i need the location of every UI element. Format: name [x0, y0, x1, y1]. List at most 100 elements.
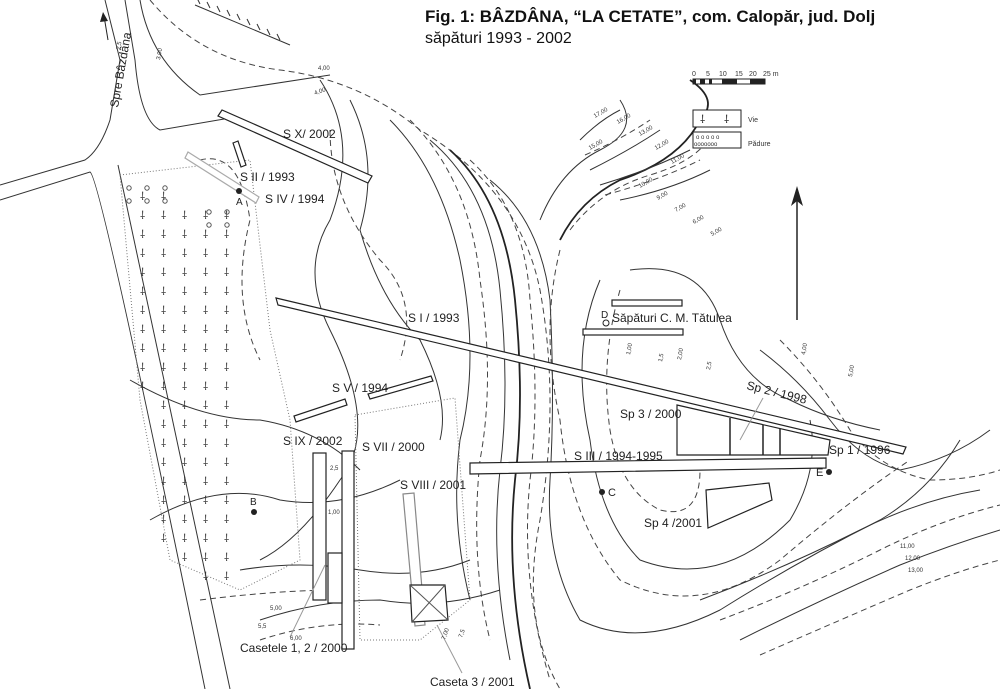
- vine-symbol: ⸸: [224, 324, 229, 336]
- vine-symbol: ⸸: [203, 362, 208, 374]
- map-label: 7,5: [458, 628, 467, 639]
- forest-dot: [224, 209, 230, 215]
- leader-lines: [289, 397, 764, 674]
- map-label: 6,00: [290, 636, 302, 642]
- forest-dot: [162, 198, 168, 204]
- vine-symbol: ⸸: [161, 267, 166, 279]
- vine-symbol: ⸸: [224, 248, 229, 260]
- map-label: 15: [735, 71, 743, 78]
- map-label: A: [236, 197, 243, 208]
- vine-symbol: ⸸: [140, 248, 145, 260]
- vine-symbol: ⸸: [182, 248, 187, 260]
- map-label: S I / 1993: [408, 311, 460, 325]
- vine-symbol: ⸸: [224, 210, 229, 222]
- trench-tatulea-north: [611, 299, 683, 307]
- forest-dot: [144, 198, 150, 204]
- trench-svii: [341, 450, 355, 650]
- vine-symbol: ⸸: [161, 305, 166, 317]
- vine-symbol: ⸸: [161, 229, 166, 241]
- vine-symbol: ⸸: [140, 362, 145, 374]
- vine-symbol: ⸸: [224, 514, 229, 526]
- vine-symbol: ⸸: [224, 381, 229, 393]
- map-label: 6,00: [692, 214, 706, 225]
- vine-symbol: ⸸: [182, 419, 187, 431]
- vine-symbol: ⸸: [203, 495, 208, 507]
- vine-symbol: ⸸: [203, 229, 208, 241]
- map-label: 11,00: [670, 153, 686, 166]
- vine-symbol: ⸸: [203, 476, 208, 488]
- vine-symbol: ⸸: [203, 343, 208, 355]
- vine-symbol: ⸸: [203, 571, 208, 583]
- vine-symbol: ⸸: [161, 343, 166, 355]
- map-label: D: [601, 310, 608, 321]
- vine-symbol: ⸸: [182, 495, 187, 507]
- vine-symbol: ⸸: [203, 419, 208, 431]
- trench-siii: [469, 457, 827, 475]
- map-label: 11,00: [900, 544, 915, 550]
- map-label: 2,5: [706, 360, 713, 370]
- map-label: S V / 1994: [332, 381, 388, 395]
- vine-symbol: ⸸: [161, 476, 166, 488]
- map-label: Sp 4 /2001: [644, 516, 702, 530]
- map-label: S VIII / 2001: [400, 478, 466, 492]
- map-label: 4,00: [801, 342, 809, 355]
- vine-symbol: ⸸: [161, 362, 166, 374]
- map-label: 5,5: [258, 624, 267, 630]
- vine-symbol: ⸸: [182, 229, 187, 241]
- map-label: S III / 1994-1995: [574, 449, 663, 463]
- map-label: 13,00: [908, 568, 924, 574]
- vine-symbol: ⸸: [182, 267, 187, 279]
- map-label: 2,00: [677, 347, 685, 360]
- map-label: 16,00: [616, 113, 633, 126]
- map-label: S IX / 2002: [283, 434, 343, 448]
- vine-symbol: ⸸: [203, 210, 208, 222]
- map-label: Săpături C. M. Tătulea: [612, 311, 732, 325]
- trench-sv-west: [293, 398, 348, 423]
- north-arrow: [791, 186, 803, 320]
- map-label: Sp 1 / 1996: [829, 443, 891, 457]
- map-label: 12,00: [905, 556, 921, 562]
- vine-symbol: ⸸: [182, 362, 187, 374]
- trench-sp3: [676, 404, 831, 456]
- forest-dot: [126, 198, 132, 204]
- vine-symbol: ⸸: [203, 286, 208, 298]
- vine-symbol: ⸸: [224, 343, 229, 355]
- vine-symbol: ⸸: [182, 210, 187, 222]
- legend: ⸸ ⸸ Vie o o o o o ooooooo Pădure: [692, 109, 771, 149]
- vine-symbol: ⸸: [161, 438, 166, 450]
- vine-symbol: ⸸: [224, 571, 229, 583]
- legend-forest-dots: o o o o o: [696, 135, 720, 141]
- trenches: [184, 109, 907, 650]
- map-label: C: [608, 487, 616, 499]
- map-label: Sp 3 / 2000: [620, 407, 682, 421]
- map-label: Casetele 1, 2 / 2000: [240, 641, 348, 655]
- vegetation-symbols: ⸸ ⸸ ⸸ ⸸ ⸸ ⸸ ⸸ ⸸ ⸸ ⸸ ⸸ ⸸ ⸸ ⸸ ⸸ ⸸ ⸸ ⸸ ⸸ ⸸ ⸸ ⸸ ⸸ ⸸ ⸸ ⸸ ⸸ ⸸ ⸸ ⸸ ⸸ ⸸ ⸸ ⸸ ⸸ ⸸ ⸸ ⸸ ⸸ ⸸…: [126, 185, 230, 583]
- vine-symbol: ⸸: [203, 400, 208, 412]
- vine-symbol: ⸸: [140, 381, 145, 393]
- vine-symbol: ⸸: [161, 381, 166, 393]
- vine-symbol: ⸸: [224, 457, 229, 469]
- legend-vine-symbol: ⸸: [700, 114, 705, 126]
- vine-symbol: ⸸: [161, 191, 166, 203]
- map-label: 5,00: [710, 226, 724, 237]
- vine-symbol: ⸸: [161, 514, 166, 526]
- vine-symbol: ⸸: [203, 552, 208, 564]
- vine-symbol: ⸸: [203, 533, 208, 545]
- map-label: 10,00: [638, 177, 655, 190]
- roads: [0, 0, 331, 689]
- trench-sp4: [705, 482, 773, 529]
- vine-symbol: ⸸: [140, 229, 145, 241]
- legend-forest-dots: ooooooo: [694, 142, 718, 148]
- legend-vie: Vie: [748, 117, 758, 124]
- figure-subtitle: săpături 1993 - 2002: [425, 30, 572, 47]
- map-label: Sp 2 / 1998: [745, 378, 808, 407]
- vine-symbol: ⸸: [203, 248, 208, 260]
- vine-symbol: ⸸: [182, 381, 187, 393]
- vine-symbol: ⸸: [182, 400, 187, 412]
- vine-symbol: ⸸: [203, 514, 208, 526]
- contour-lines: [129, 0, 1000, 689]
- forest-dot: [206, 222, 212, 228]
- map-label: 3,00: [156, 47, 164, 60]
- vine-symbol: ⸸: [161, 324, 166, 336]
- map-label: 2,5: [330, 466, 339, 472]
